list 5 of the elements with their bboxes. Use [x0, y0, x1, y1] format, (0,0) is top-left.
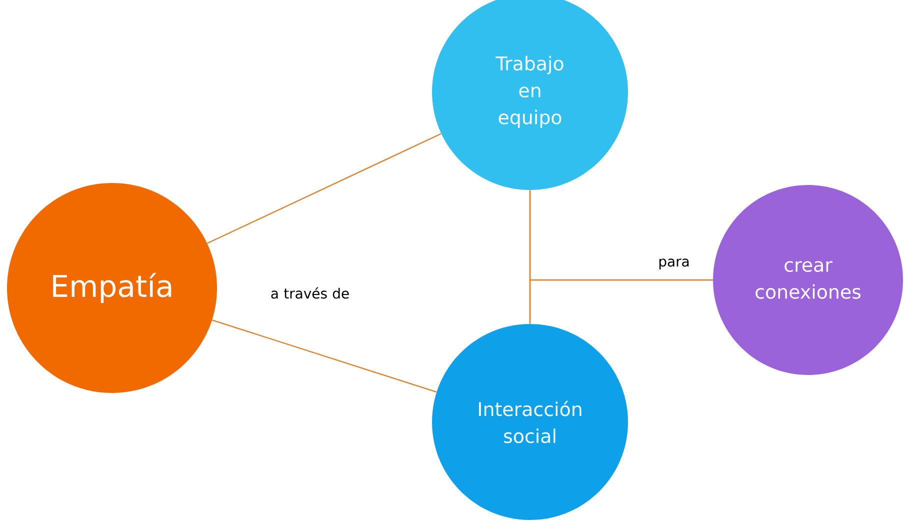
edge-label: para — [657, 258, 691, 270]
connector-line — [529, 279, 713, 324]
connector-line — [206, 133, 442, 244]
link-label: a través de — [271, 287, 349, 299]
connector-line — [212, 319, 437, 393]
